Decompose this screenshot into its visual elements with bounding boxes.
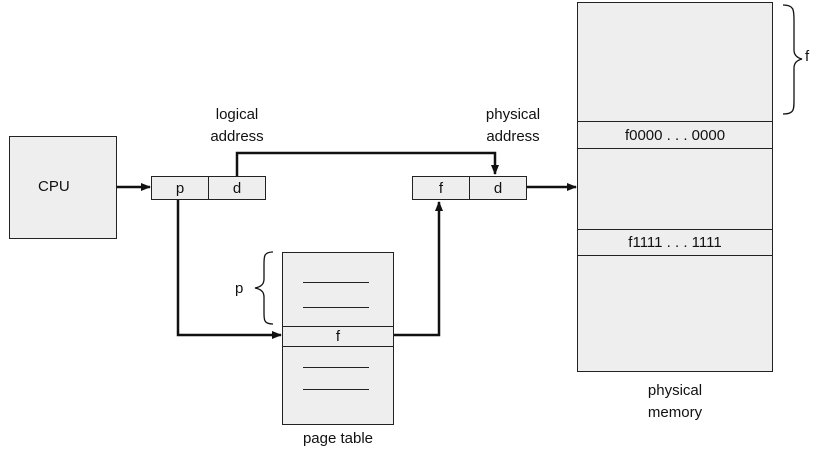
page-number-lookup-arrow — [176, 199, 282, 339]
offset-copy-arrow — [235, 151, 499, 176]
page-table-entry-line — [303, 307, 369, 308]
logical-offset-field: d — [208, 176, 266, 200]
page-table-caption: page table — [302, 430, 374, 447]
page-table-entry-line — [303, 282, 369, 283]
cpu-box: CPU — [9, 136, 117, 239]
logical-address-caption-2: address — [210, 128, 264, 145]
physical-memory-caption-1: physical — [647, 382, 703, 399]
physical-memory-caption-2: memory — [647, 404, 703, 421]
physical-offset-field: d — [469, 176, 527, 200]
logical-page-field: p — [151, 176, 209, 200]
page-table-selected-entry: f — [282, 326, 394, 347]
physical-memory: f0000 . . . 0000 f1111 . . . 1111 — [577, 2, 773, 372]
physical-frame-field: f — [412, 176, 470, 200]
frame-start-address: f0000 . . . 0000 — [577, 121, 773, 149]
logical-address-caption-1: logical — [215, 106, 259, 123]
page-table-brace — [254, 251, 274, 325]
page-table: f — [282, 252, 394, 425]
physical-address-caption-1: physical — [485, 106, 541, 123]
page-table-entry-line — [303, 367, 369, 368]
memory-frame-brace — [782, 4, 803, 115]
frame-end-address: f1111 . . . 1111 — [577, 229, 773, 256]
cpu-label: CPU — [38, 178, 70, 195]
frame-number-arrow — [393, 201, 443, 337]
physical-address-caption-2: address — [486, 128, 540, 145]
memory-frame-brace-label: f — [805, 48, 810, 65]
page-table-entry-line — [303, 389, 369, 390]
page-table-brace-label: p — [235, 280, 244, 297]
